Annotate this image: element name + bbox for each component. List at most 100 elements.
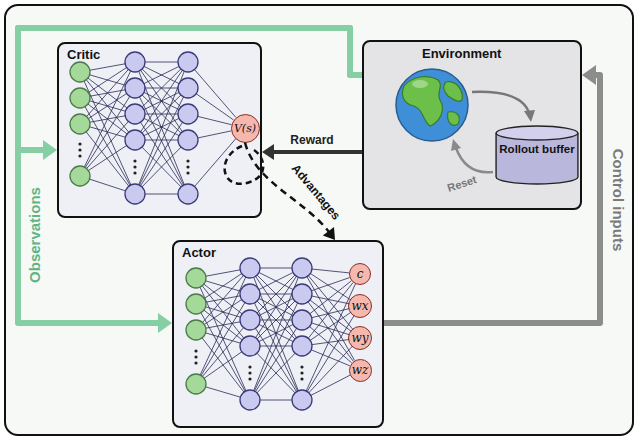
ellipsis-dot <box>133 159 136 162</box>
hidden-neuron <box>125 78 145 98</box>
net-link <box>135 114 188 194</box>
net-link <box>250 320 302 400</box>
connector <box>18 28 362 160</box>
hidden-neuron <box>178 52 198 72</box>
output-neuron: wx <box>348 294 372 318</box>
hidden-neuron <box>240 258 260 278</box>
connector <box>262 144 362 160</box>
ellipsis-dot <box>186 165 189 168</box>
continent <box>444 82 462 102</box>
ellipsis-dot <box>78 148 81 151</box>
ellipsis-dot <box>194 361 197 364</box>
ellipsis-dot <box>300 371 303 374</box>
hidden-neuron <box>292 284 312 304</box>
ellipsis-dot <box>300 377 303 380</box>
side-label: Control inputs <box>611 149 626 251</box>
net-link <box>302 346 352 400</box>
neuron-label: c <box>357 268 364 280</box>
neuron-label: V(s) <box>234 123 256 134</box>
edge-label: Reward <box>290 134 333 146</box>
net-link <box>250 320 302 400</box>
hidden-neuron <box>178 184 198 204</box>
ellipsis-dot <box>194 355 197 358</box>
ellipsis-dot <box>78 154 81 157</box>
net-link <box>135 114 188 194</box>
hidden-neuron <box>240 310 260 330</box>
arrow-head <box>524 110 535 122</box>
hidden-neuron <box>292 390 312 410</box>
connector-line <box>272 150 362 154</box>
globe-sphere <box>396 69 468 141</box>
continent <box>402 77 442 126</box>
hidden-neuron <box>178 130 198 150</box>
hidden-neuron <box>125 104 145 124</box>
arrow-head <box>323 227 335 240</box>
hidden-neuron <box>125 52 145 72</box>
input-neuron <box>70 62 90 82</box>
input-neuron <box>70 88 90 108</box>
arrow-label: Reset <box>446 174 478 194</box>
connector-line <box>18 28 362 150</box>
arrow-head <box>158 313 172 333</box>
ellipsis-dot <box>133 165 136 168</box>
hidden-neuron <box>178 78 198 98</box>
net-link <box>250 346 302 400</box>
hidden-neuron <box>125 130 145 150</box>
output-neuron: wz <box>349 359 372 382</box>
box-title: Actor <box>182 246 374 261</box>
globe-shine <box>412 80 428 88</box>
ellipsis-dot <box>186 171 189 174</box>
neural-networks <box>70 52 355 410</box>
hidden-neuron <box>178 104 198 124</box>
ellipsis-dot <box>78 142 81 145</box>
loop-curl <box>225 146 264 184</box>
ellipsis-dot <box>133 171 136 174</box>
connector <box>18 28 362 333</box>
neuron-label: wz <box>352 364 369 376</box>
arrow-head <box>43 140 57 160</box>
globe <box>396 69 468 141</box>
net-link <box>135 140 188 194</box>
neuron-label: wy <box>351 332 368 344</box>
hidden-neuron <box>292 336 312 356</box>
output-neuron: c <box>349 263 371 285</box>
hidden-neuron <box>240 284 260 304</box>
input-neuron <box>186 294 206 314</box>
connector-line <box>18 28 362 323</box>
hidden-neuron <box>240 390 260 410</box>
connector-line <box>384 75 600 323</box>
neuron-label: wx <box>351 300 368 312</box>
ellipsis-dot <box>300 365 303 368</box>
ellipsis-dot <box>194 349 197 352</box>
input-neuron <box>70 114 90 134</box>
input-neuron <box>70 166 90 186</box>
reset-arrow <box>456 148 493 172</box>
ellipsis-dot <box>186 159 189 162</box>
hidden-neuron <box>292 258 312 278</box>
edge-label: Advantages <box>290 162 343 222</box>
cylinder-top <box>496 126 578 140</box>
side-label: Observations <box>27 187 42 283</box>
box-title: Environment <box>422 47 572 62</box>
arrow-head <box>582 65 596 85</box>
box-title: Critic <box>67 48 252 63</box>
arrow-head <box>451 139 461 151</box>
value-neuron: V(s) <box>231 114 260 143</box>
input-neuron <box>186 374 206 394</box>
continent <box>448 112 460 126</box>
hidden-neuron <box>240 336 260 356</box>
ellipsis-dot <box>248 377 251 380</box>
hidden-neuron <box>125 184 145 204</box>
net-link <box>135 140 188 194</box>
connector <box>384 65 600 323</box>
buffer-arrow <box>472 92 529 113</box>
ellipsis-dot <box>248 371 251 374</box>
ellipsis-dot <box>248 365 251 368</box>
arrow-head <box>262 144 274 160</box>
hidden-neuron <box>292 310 312 330</box>
net-link <box>250 346 302 400</box>
